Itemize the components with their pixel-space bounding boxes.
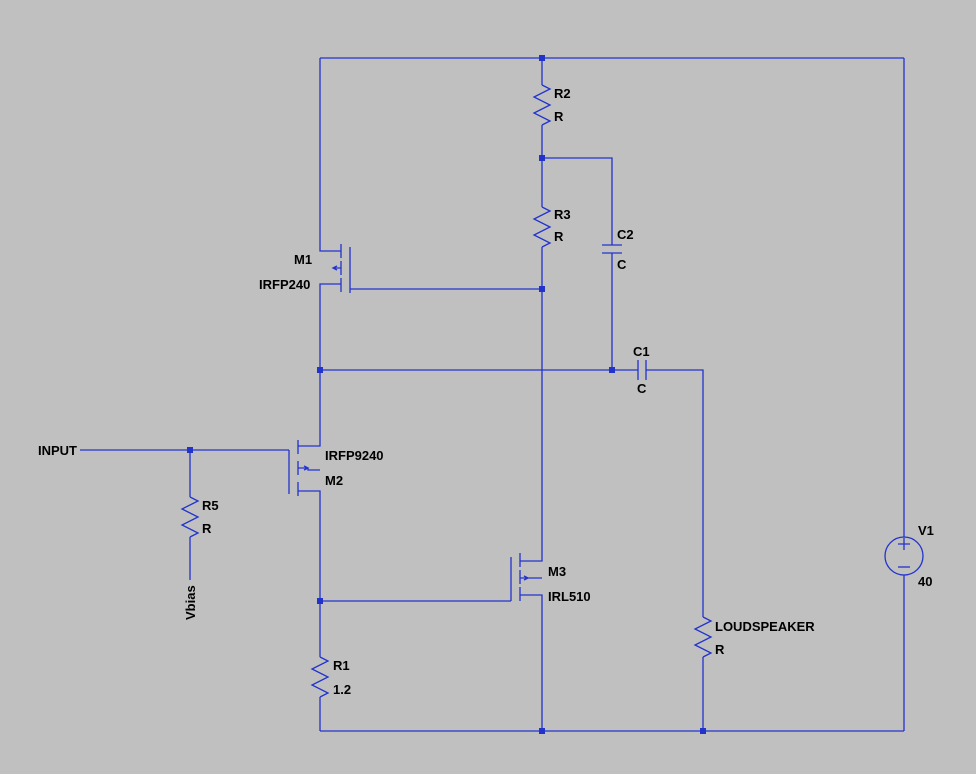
junctions xyxy=(187,55,706,734)
resistor-r5 xyxy=(180,496,200,538)
label-v1-name: V1 xyxy=(918,523,934,538)
wire-r3-m3 xyxy=(520,247,543,562)
label-r3-name: R3 xyxy=(554,207,571,222)
capacitor-c1 xyxy=(637,360,647,380)
resistor-r2 xyxy=(532,84,552,126)
label-r1-name: R1 xyxy=(333,658,350,673)
mosfet-m3 xyxy=(510,553,542,601)
capacitor-c2 xyxy=(602,244,622,254)
label-r5-name: R5 xyxy=(202,498,219,513)
label-speaker-value: R xyxy=(715,642,725,657)
wire-m2-drain xyxy=(298,490,321,657)
label-m2-model: IRFP9240 xyxy=(325,448,384,463)
label-c2-value: C xyxy=(617,257,627,272)
label-m3-model: IRL510 xyxy=(548,589,591,604)
wire-m1-drain xyxy=(319,58,341,252)
voltage-source-v1 xyxy=(884,536,924,576)
mosfet-m2 xyxy=(288,440,320,496)
resistor-loudspeaker xyxy=(693,616,713,658)
label-r2-value: R xyxy=(554,109,564,124)
wire-c2-top xyxy=(542,157,613,245)
label-m1-model: IRFP240 xyxy=(259,277,310,292)
label-speaker-name: LOUDSPEAKER xyxy=(715,619,815,634)
wire-m3-source xyxy=(520,594,543,731)
label-m2-name: M2 xyxy=(325,473,343,488)
label-m3-name: M3 xyxy=(548,564,566,579)
label-r3-value: R xyxy=(554,229,564,244)
label-r5-value: R xyxy=(202,521,212,536)
wire-c1-speaker xyxy=(646,369,704,617)
wires xyxy=(80,57,905,732)
label-m1-name: M1 xyxy=(294,252,312,267)
label-input: INPUT xyxy=(38,443,77,458)
label-vbias: Vbias xyxy=(183,585,198,620)
label-c2-name: C2 xyxy=(617,227,634,242)
label-c1-name: C1 xyxy=(633,344,650,359)
mosfet-m1 xyxy=(331,244,351,293)
resistor-r1 xyxy=(310,656,330,698)
label-r1-value: 1.2 xyxy=(333,682,351,697)
wire-m1-source xyxy=(298,283,341,447)
label-c1-value: C xyxy=(637,381,647,396)
label-v1-value: 40 xyxy=(918,574,932,589)
resistor-r3 xyxy=(532,206,552,248)
label-r2-name: R2 xyxy=(554,86,571,101)
